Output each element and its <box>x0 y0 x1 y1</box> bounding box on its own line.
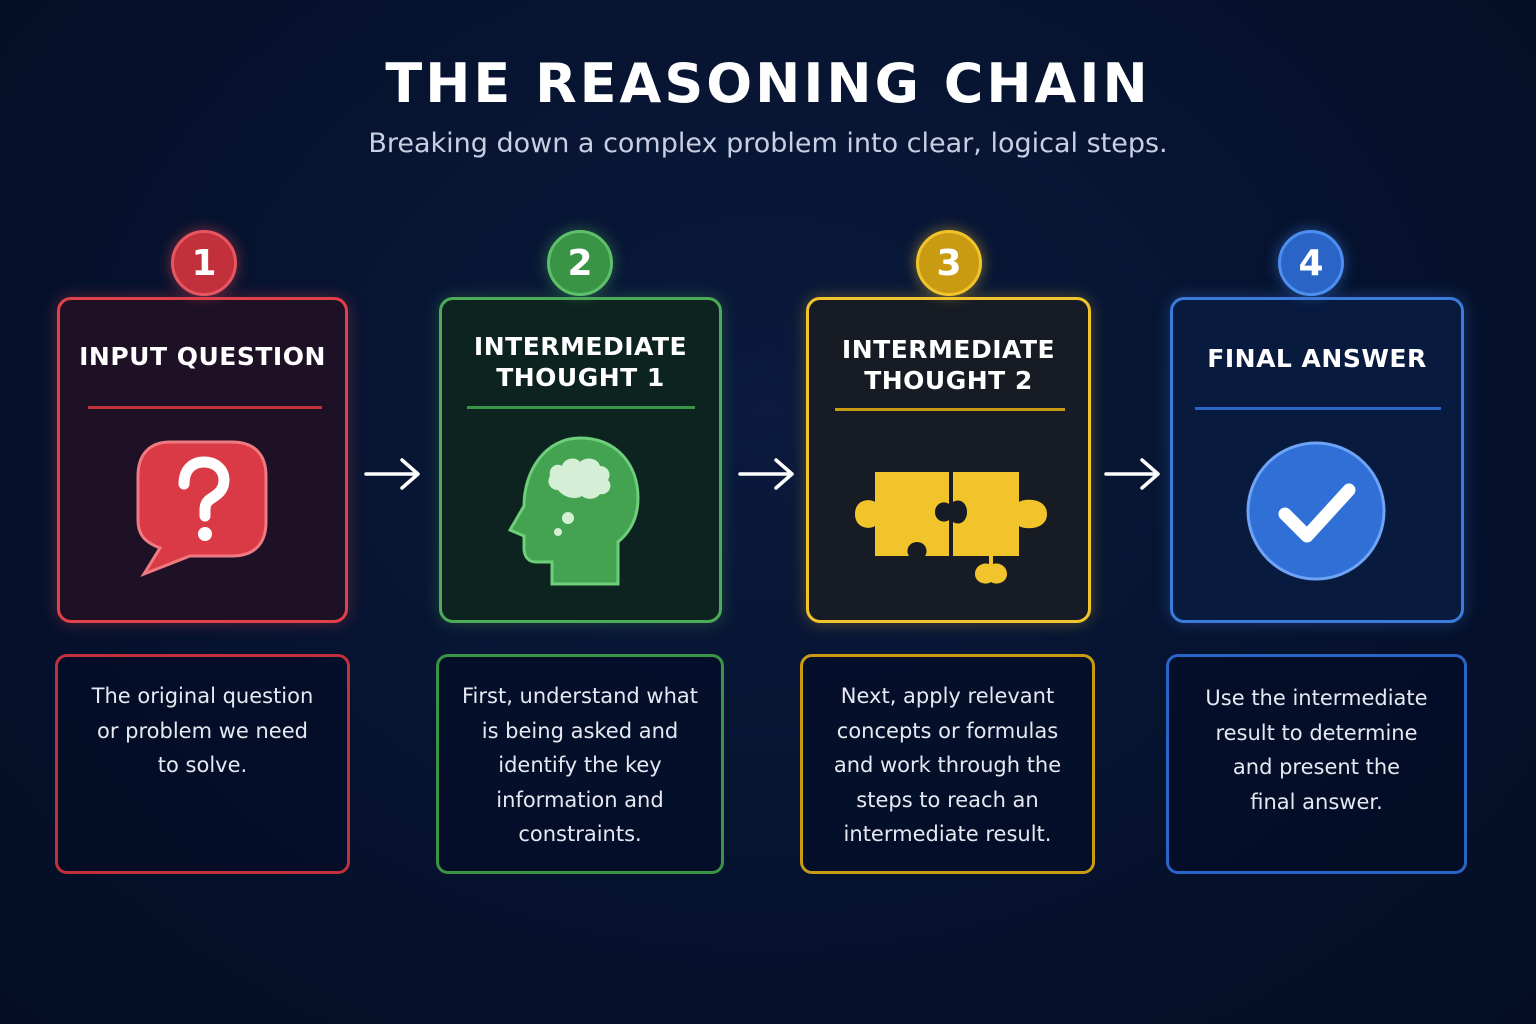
step-2-description-box: First, understand what is being asked an… <box>436 654 724 874</box>
step-3-title: INTERMEDIATE THOUGHT 2 <box>841 335 1056 395</box>
step-1-card: INPUT QUESTION <box>57 297 348 623</box>
step-3-number-badge: 3 <box>916 230 982 296</box>
step-3-number: 3 <box>936 242 962 284</box>
step-1-number-badge: 1 <box>171 230 237 296</box>
thinking-head-icon <box>507 436 640 586</box>
step-4-title: FINAL ANSWER <box>1207 344 1427 373</box>
step-2-divider <box>467 406 695 409</box>
arrow-right-icon <box>738 458 794 490</box>
step-4-description-box: Use the intermediate result to determine… <box>1166 654 1467 874</box>
diagram-subtitle: Breaking down a complex problem into cle… <box>368 128 1168 159</box>
question-bubble-icon <box>136 440 268 578</box>
puzzle-pieces-icon <box>855 472 1047 584</box>
step-4-card: FINAL ANSWER <box>1170 297 1464 623</box>
step-4-divider <box>1195 407 1441 410</box>
step-3-divider <box>835 408 1065 411</box>
step-3-description-box: Next, apply relevant concepts or formula… <box>800 654 1095 874</box>
step-3-card: INTERMEDIATE THOUGHT 2 <box>806 297 1091 623</box>
diagram-title: THE REASONING CHAIN <box>385 52 1151 115</box>
arrow-right-icon <box>1104 458 1160 490</box>
step-1-title: INPUT QUESTION <box>79 342 326 371</box>
step-1-number: 1 <box>191 242 217 284</box>
step-2-card: INTERMEDIATE THOUGHT 1 <box>439 297 722 623</box>
step-4-description: Use the intermediate result to determine… <box>1205 686 1428 814</box>
step-2-description: First, understand what is being asked an… <box>462 684 698 846</box>
checkmark-circle-icon <box>1246 441 1386 581</box>
step-4-number: 4 <box>1298 242 1324 284</box>
step-1-description: The original question or problem we need… <box>91 684 314 777</box>
arrow-right-icon <box>364 458 420 490</box>
step-2-number-badge: 2 <box>547 230 613 296</box>
step-2-number: 2 <box>567 242 593 284</box>
step-4-number-badge: 4 <box>1278 230 1344 296</box>
step-2-title: INTERMEDIATE THOUGHT 1 <box>473 332 688 392</box>
step-1-description-box: The original question or problem we need… <box>55 654 350 874</box>
step-3-description: Next, apply relevant concepts or formula… <box>833 684 1062 846</box>
step-1-divider <box>88 406 322 409</box>
